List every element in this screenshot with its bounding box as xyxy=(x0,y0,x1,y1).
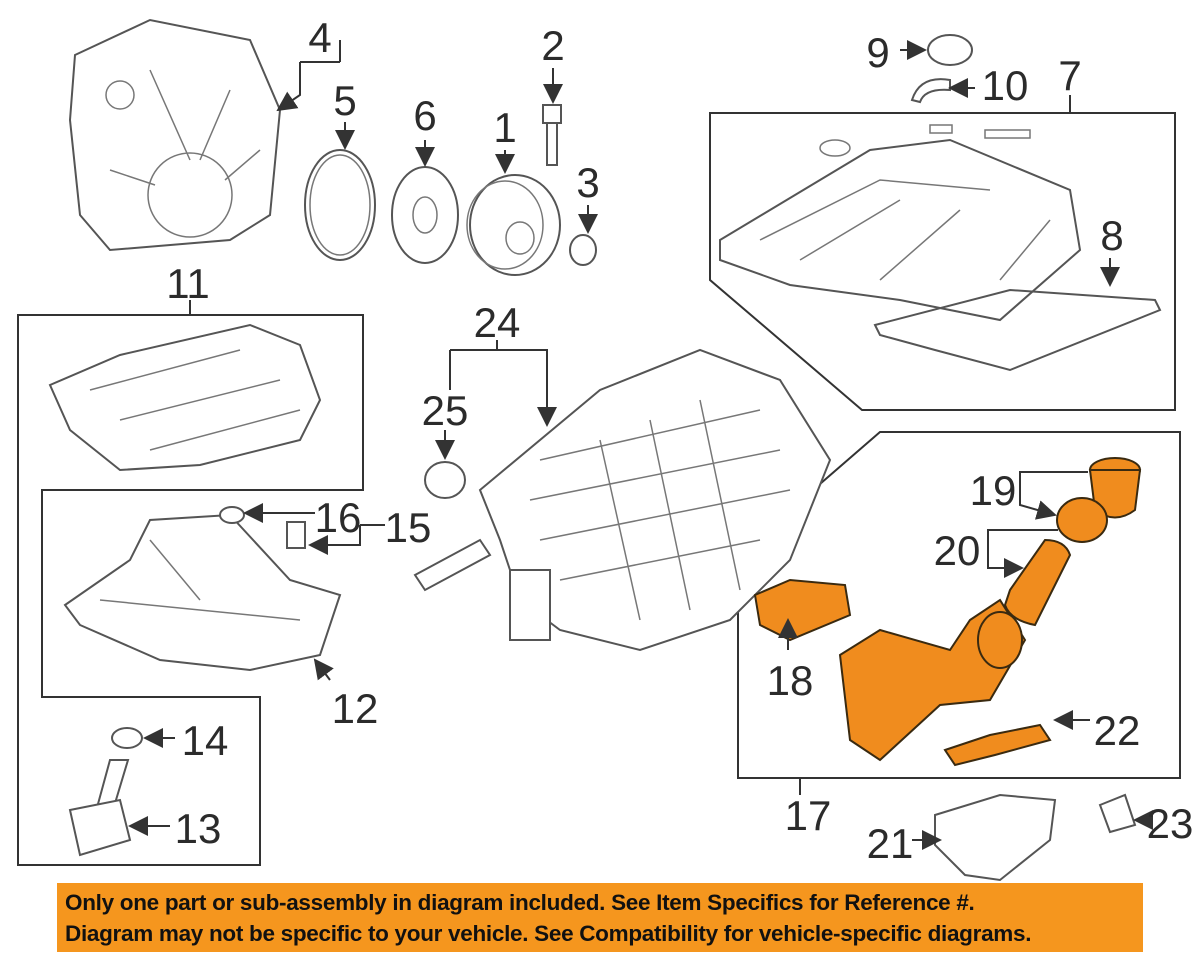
callout-8: 8 xyxy=(1100,212,1123,259)
part-bolt xyxy=(542,104,562,166)
part-intake-gasket xyxy=(424,461,466,499)
callout-21: 21 xyxy=(867,820,914,867)
part-lower-oil-pan xyxy=(63,513,342,672)
callout-11: 11 xyxy=(166,260,210,307)
disclaimer-banner: Only one part or sub-assembly in diagram… xyxy=(57,883,1143,952)
callout-15: 15 xyxy=(385,504,432,551)
part-oil-filter-housing xyxy=(838,598,1027,762)
part-oring xyxy=(111,727,143,749)
part-heat-shield xyxy=(934,793,1057,882)
part-drain-washer xyxy=(219,506,245,524)
part-crank-pulley xyxy=(466,174,561,276)
callout-23: 23 xyxy=(1147,800,1194,847)
callout-19: 19 xyxy=(970,467,1017,514)
part-oil-level-sensor xyxy=(68,759,132,857)
callout-6: 6 xyxy=(413,92,436,139)
part-gasket-18 xyxy=(753,578,852,642)
leader-lines xyxy=(128,40,1153,850)
callout-13: 13 xyxy=(175,805,222,852)
callout-20: 20 xyxy=(934,527,981,574)
group-box-7 xyxy=(709,112,1176,411)
callout-25: 25 xyxy=(422,387,469,434)
part-drain-plug xyxy=(286,521,306,549)
callout-18: 18 xyxy=(767,657,814,704)
callout-4: 4 xyxy=(308,14,331,61)
part-oil-cap xyxy=(927,34,973,66)
callout-12: 12 xyxy=(332,685,379,732)
callout-2: 2 xyxy=(541,22,564,69)
disclaimer-line-2: Diagram may not be specific to your vehi… xyxy=(65,920,1032,946)
callout-9: 9 xyxy=(866,29,889,76)
callout-22: 22 xyxy=(1094,707,1141,754)
part-valve-cover xyxy=(719,124,1082,322)
callout-3: 3 xyxy=(576,159,599,206)
callout-16: 16 xyxy=(315,494,362,541)
part-valve-cover-gasket xyxy=(873,288,1162,372)
callout-7: 7 xyxy=(1058,52,1081,99)
callout-14: 14 xyxy=(182,717,229,764)
part-gasket-22 xyxy=(943,723,1052,767)
part-intake-manifold xyxy=(413,348,832,652)
part-upper-oil-pan xyxy=(48,323,322,472)
part-seal-ring xyxy=(304,149,376,261)
group-box-17 xyxy=(737,431,1181,779)
callout-24: 24 xyxy=(474,299,521,346)
part-washer xyxy=(569,234,597,266)
part-cap-seal xyxy=(910,78,951,104)
callout-17: 17 xyxy=(785,792,832,839)
part-hub xyxy=(391,166,459,264)
callout-5: 5 xyxy=(333,77,356,124)
callout-10: 10 xyxy=(982,62,1029,109)
disclaimer-line-1: Only one part or sub-assembly in diagram… xyxy=(65,889,975,915)
part-timing-cover xyxy=(68,18,282,252)
callout-1: 1 xyxy=(493,104,516,151)
part-cap-oring xyxy=(1056,497,1108,543)
part-sensor-23 xyxy=(1098,793,1137,834)
group-box-11 xyxy=(17,314,364,866)
part-seal-ring-inner xyxy=(309,154,371,256)
part-oil-filter xyxy=(1003,538,1072,627)
